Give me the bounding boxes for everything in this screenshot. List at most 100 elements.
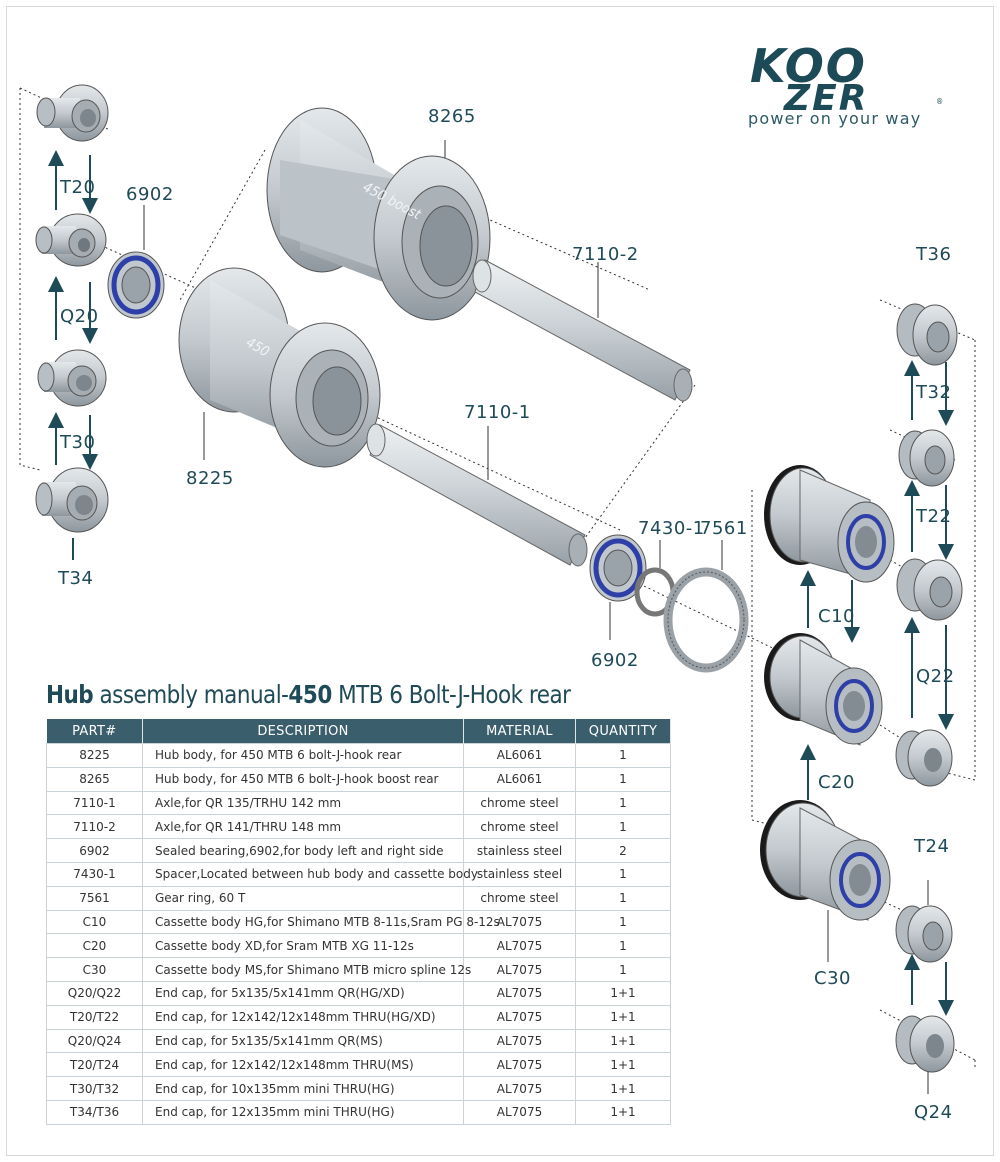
label-T34: T34 bbox=[57, 568, 93, 589]
cell-quantity: 1+1 bbox=[575, 1099, 671, 1125]
cell-material: AL7075 bbox=[463, 909, 576, 935]
cell-description: End cap, for 12x142/12x148mm THRU(HG/XD) bbox=[142, 1004, 464, 1030]
cell-material: chrome steel bbox=[463, 790, 576, 816]
cell-part-number: Q20/Q22 bbox=[46, 980, 143, 1006]
part-labels: 8265 8225 7110-2 7110-1 6902 6902 7430-1… bbox=[57, 106, 954, 1123]
label-T36: T36 bbox=[915, 244, 951, 265]
cassette-arrows bbox=[800, 570, 860, 800]
label-C20: C20 bbox=[818, 772, 855, 793]
cell-material: stainless steel bbox=[463, 861, 576, 887]
title-bold-450: 450 bbox=[288, 680, 332, 709]
cell-description: End cap, for 12x142/12x148mm THRU(MS) bbox=[142, 1052, 464, 1078]
cell-description: Axle,for QR 135/TRHU 142 mm bbox=[142, 790, 464, 816]
label-C30: C30 bbox=[814, 968, 851, 989]
label-T30: T30 bbox=[59, 432, 95, 453]
cell-material: AL7075 bbox=[463, 1028, 576, 1054]
cassette-body-C20 bbox=[764, 633, 883, 746]
gear-ring-7561 bbox=[663, 540, 749, 673]
label-7430-1: 7430-1 bbox=[638, 518, 705, 539]
label-7561: 7561 bbox=[700, 518, 748, 539]
label-8265: 8265 bbox=[428, 106, 476, 127]
cell-quantity: 1+1 bbox=[575, 1052, 671, 1078]
title-bold-hub: Hub bbox=[46, 680, 94, 709]
cell-part-number: 7561 bbox=[46, 885, 143, 911]
hub-body-8225: 450 bbox=[178, 267, 381, 468]
end-cap-Q20 bbox=[35, 213, 107, 267]
registered-mark: ® bbox=[936, 97, 943, 106]
cell-description: Cassette body HG,for Shimano MTB 8-11s,S… bbox=[142, 909, 500, 935]
header-quantity: QUANTITY bbox=[575, 719, 671, 744]
cell-material: stainless steel bbox=[463, 838, 576, 863]
cell-description: Hub body, for 450 MTB 6 bolt-J-hook rear bbox=[142, 743, 464, 768]
parts-table: PART# DESCRIPTION MATERIAL QUANTITY 8225… bbox=[46, 719, 671, 1125]
end-cap-T22 bbox=[896, 558, 963, 621]
title-part2: MTB 6 Bolt-J-Hook rear bbox=[331, 680, 571, 709]
koozer-logo: KOO ZER ® power on your way bbox=[748, 39, 943, 128]
label-Q20: Q20 bbox=[60, 306, 99, 327]
end-cap-T34 bbox=[35, 467, 109, 533]
cell-description: End cap, for 12x135mm mini THRU(HG) bbox=[142, 1099, 464, 1125]
cell-part-number: T30/T32 bbox=[46, 1076, 143, 1101]
cell-description: End cap, for 5x135/5x141mm QR(MS) bbox=[142, 1028, 464, 1054]
cell-material: AL7075 bbox=[463, 980, 576, 1006]
cell-part-number: T20/T24 bbox=[46, 1052, 143, 1078]
cell-material: chrome steel bbox=[463, 885, 576, 911]
hub-body-8265: 450 boost bbox=[266, 107, 491, 321]
cell-quantity: 1 bbox=[575, 766, 671, 792]
header-material: MATERIAL bbox=[463, 719, 576, 744]
cell-part-number: 8265 bbox=[46, 766, 143, 792]
cell-description: Cassette body MS,for Shimano MTB micro s… bbox=[142, 957, 471, 982]
axle-7110-1 bbox=[366, 423, 588, 567]
cell-description: Cassette body XD,for Sram MTB XG 11-12s bbox=[142, 933, 464, 959]
cell-quantity: 1 bbox=[575, 933, 671, 959]
cassette-body-C30 bbox=[760, 800, 891, 962]
cell-description: End cap, for 10x135mm mini THRU(HG) bbox=[142, 1076, 464, 1101]
cell-quantity: 1+1 bbox=[575, 1028, 671, 1054]
bearing-6902-bottom bbox=[589, 534, 647, 640]
logo-text-bottom: ZER bbox=[783, 78, 868, 119]
label-7110-1: 7110-1 bbox=[464, 402, 531, 423]
end-cap-Q22 bbox=[895, 729, 953, 787]
cell-quantity: 1+1 bbox=[575, 1004, 671, 1030]
label-8225: 8225 bbox=[186, 468, 234, 489]
label-T32: T32 bbox=[915, 382, 951, 403]
cell-quantity: 1 bbox=[575, 909, 671, 935]
cell-part-number: 7430-1 bbox=[46, 861, 143, 887]
cell-quantity: 1+1 bbox=[575, 980, 671, 1006]
cell-material: AL7075 bbox=[463, 1004, 576, 1030]
page-title: Hub assembly manual-450 MTB 6 Bolt-J-Hoo… bbox=[46, 680, 571, 709]
cell-part-number: C20 bbox=[46, 933, 143, 959]
cell-material: AL7075 bbox=[463, 1099, 576, 1125]
cell-description: Gear ring, 60 T bbox=[142, 885, 464, 911]
cell-part-number: 7110-2 bbox=[46, 814, 143, 840]
logo-text-top: KOO bbox=[750, 39, 867, 93]
cell-part-number: T20/T22 bbox=[46, 1004, 143, 1030]
cell-material: AL7075 bbox=[463, 1052, 576, 1078]
cell-quantity: 1 bbox=[575, 957, 671, 982]
end-cap-Q24 bbox=[895, 880, 955, 1094]
cell-quantity: 1 bbox=[575, 743, 671, 768]
cell-description: End cap, for 5x135/5x141mm QR(HG/XD) bbox=[142, 980, 464, 1006]
axle-7110-2 bbox=[472, 259, 693, 402]
end-cap-T32 bbox=[898, 429, 955, 487]
end-cap-T20 bbox=[36, 84, 109, 142]
table-header-row: PART# DESCRIPTION MATERIAL QUANTITY bbox=[46, 719, 671, 744]
cell-part-number: T34/T36 bbox=[46, 1099, 143, 1125]
label-6902-bottom: 6902 bbox=[591, 650, 639, 671]
cell-description: Sealed bearing,6902,for body left and ri… bbox=[142, 838, 464, 863]
page-frame bbox=[6, 6, 994, 1156]
